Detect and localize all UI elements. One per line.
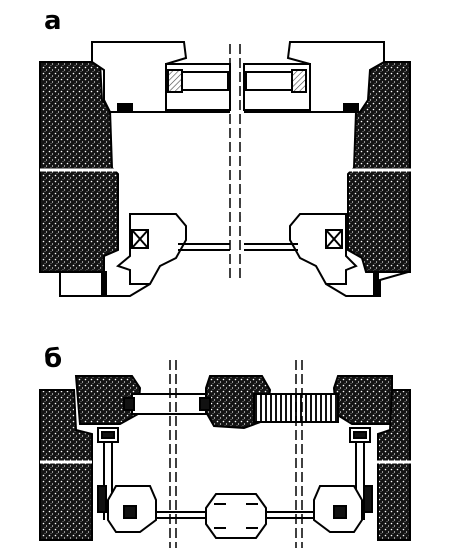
figure-b-section [39,360,412,548]
right-upper-frame-a [286,41,385,113]
right-lower-frame-a [289,213,358,285]
right-top-block-b [332,375,393,425]
center-mullion-b [205,493,267,539]
left-lower-frame-a [115,213,187,285]
left-top-glazing-b [131,393,207,415]
figure-label-b: б [44,344,63,374]
figure-a-section [39,41,412,297]
figure-label-a: а [44,6,62,36]
left-wall-b [39,389,93,541]
right-wall-b [377,389,411,541]
left-wall-a [39,61,119,273]
